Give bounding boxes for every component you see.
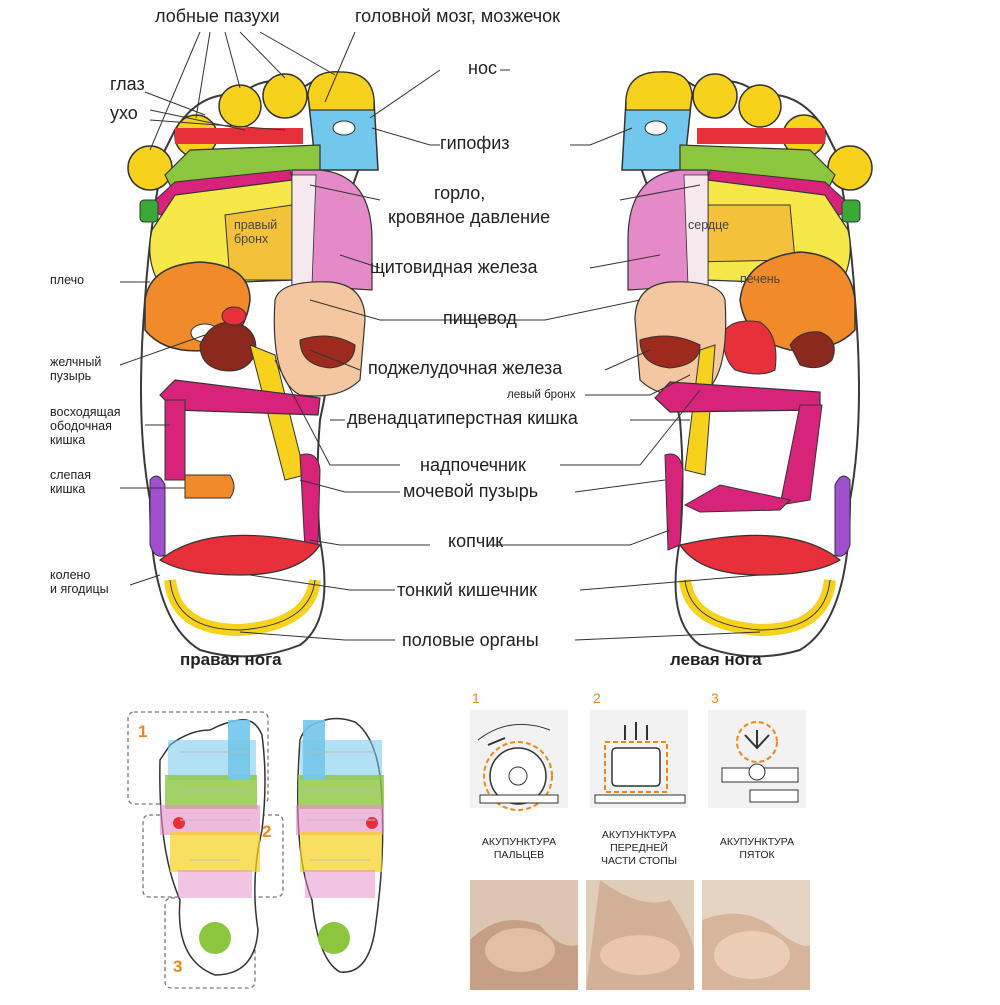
right-foot xyxy=(127,71,379,658)
label-ear: ухо xyxy=(110,103,138,123)
right-ascending-colon xyxy=(164,399,186,481)
label-nose: нос xyxy=(468,58,497,78)
label-bladder: мочевой пузырь xyxy=(403,481,539,501)
zone-number-3: 3 xyxy=(173,957,183,976)
label-blood-pressure: кровяное давление xyxy=(388,207,551,227)
left-knee-zone xyxy=(834,475,851,557)
left-sigmoid xyxy=(683,484,792,513)
label-left-leg: левая нога xyxy=(670,650,762,669)
step-panels xyxy=(470,710,810,990)
left-toe-3 xyxy=(738,84,782,128)
label-brain: головной мозг, мозжечок xyxy=(355,6,561,26)
label-eye: глаз xyxy=(110,74,145,94)
left-foot xyxy=(621,71,873,658)
step-1-caption: АКУПУНКТУРА ПАЛЬЦЕВ xyxy=(481,836,557,861)
step-3-caption: АКУПУНКТУРА ПЯТОК xyxy=(719,836,795,861)
left-big-toe-top xyxy=(625,71,693,111)
leader-lines xyxy=(119,31,761,641)
label-left-bronchus: левый бронх xyxy=(507,389,576,401)
step-3-number: 3 xyxy=(711,690,719,706)
right-toe-2 xyxy=(262,73,308,119)
left-toe-5 xyxy=(827,145,873,191)
label-thyroid: щитовидная железа xyxy=(370,257,538,277)
label-adrenal: надпочечник xyxy=(420,455,526,475)
label-throat: горло, xyxy=(434,183,486,203)
left-red-zone xyxy=(723,320,777,375)
right-pituitary-spot xyxy=(332,120,356,136)
zone-number-1: 1 xyxy=(138,722,148,741)
label-knee: колено и ягодицы xyxy=(50,568,109,596)
right-toe-3 xyxy=(218,84,262,128)
right-bladder xyxy=(299,453,321,551)
label-right-leg: правая нога xyxy=(180,650,282,669)
right-small-green xyxy=(139,199,159,223)
left-descending-colon xyxy=(779,404,823,506)
step-2-caption: АКУПУНКТУРА ПЕРЕДНЕЙ ЧАСТИ СТОПЫ xyxy=(600,829,678,867)
left-pancreas xyxy=(639,335,701,369)
left-small-intestine xyxy=(679,534,842,576)
right-knee-zone xyxy=(149,475,166,557)
mini-feet xyxy=(127,711,384,989)
label-shoulder: плечо xyxy=(50,273,85,287)
right-pancreas xyxy=(299,335,356,369)
label-right-bronchus: правый бронх xyxy=(234,218,278,246)
left-toe-base xyxy=(697,128,825,144)
zone-number-2: 2 xyxy=(262,822,272,841)
label-pituitary: гипофиз xyxy=(440,133,510,153)
label-esophagus: пищевод xyxy=(443,308,517,328)
label-liver: печень xyxy=(740,272,781,286)
left-transverse-colon xyxy=(654,381,821,413)
right-big-toe-top xyxy=(307,71,375,111)
label-pancreas: поджелудочная железа xyxy=(368,358,563,378)
right-red-small xyxy=(221,306,247,326)
label-heart: сердце xyxy=(688,218,730,232)
label-ascending-colon: восходящая ободочная кишка xyxy=(50,405,121,447)
label-genitals: половые органы xyxy=(402,630,539,650)
label-cecum: слепая кишка xyxy=(50,468,91,496)
step-1-number: 1 xyxy=(472,690,480,706)
label-coccyx: копчик xyxy=(448,531,504,551)
left-small-green xyxy=(841,199,861,223)
label-gallbladder: желчный пузырь xyxy=(50,355,102,383)
right-toe-base xyxy=(175,128,303,144)
step-2-number: 2 xyxy=(593,690,601,706)
left-pituitary-spot xyxy=(644,120,668,136)
right-white-strip xyxy=(291,174,317,286)
label-frontal-sinuses: лобные пазухи xyxy=(155,6,280,26)
right-cecum xyxy=(184,474,235,499)
left-dark-spot xyxy=(789,331,835,369)
left-toe-2 xyxy=(692,73,738,119)
label-small-intestine: тонкий кишечник xyxy=(397,580,538,600)
right-toe-5 xyxy=(127,145,173,191)
right-small-intestine xyxy=(158,534,321,576)
label-duodenum: двенадцатиперстная кишка xyxy=(347,408,578,428)
left-bladder xyxy=(664,453,684,551)
